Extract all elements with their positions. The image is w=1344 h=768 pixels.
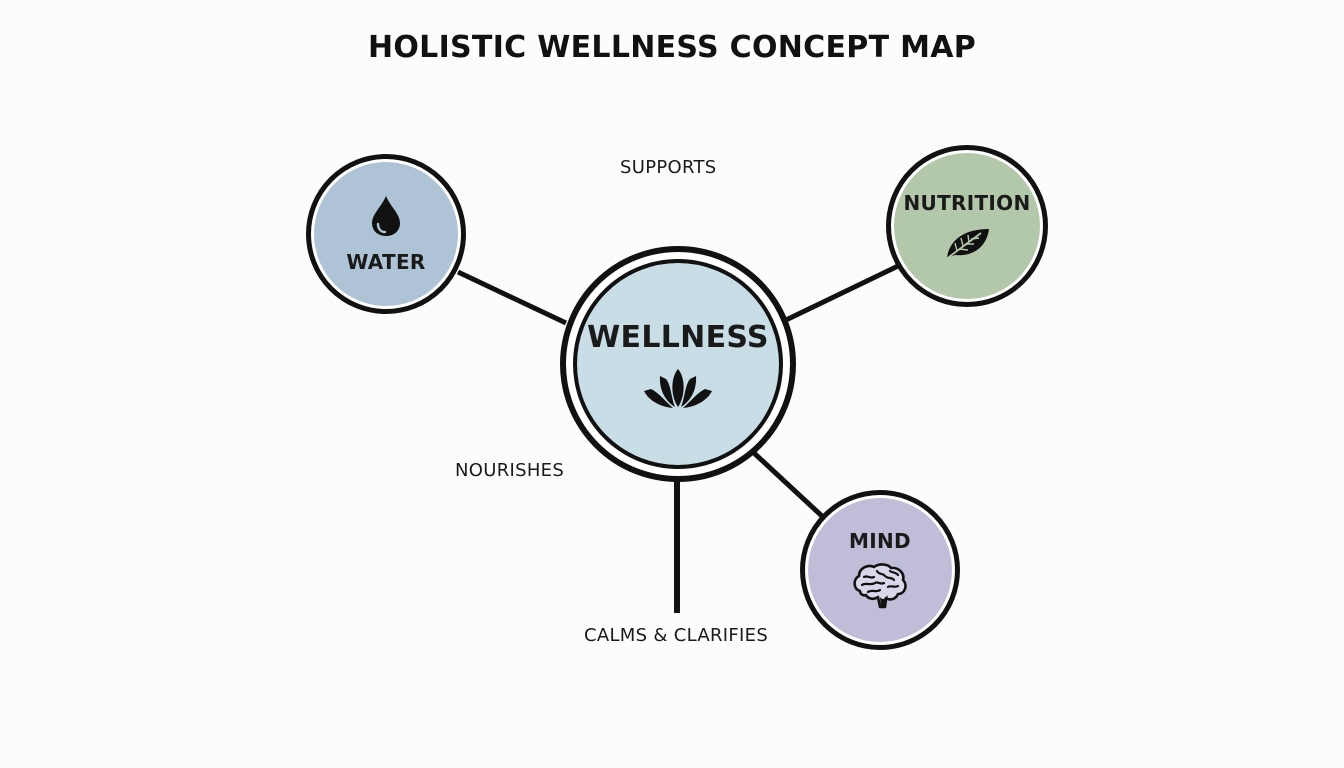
diagram-title: HOLISTIC WELLNESS CONCEPT MAP — [367, 30, 977, 65]
lotus-icon — [644, 368, 712, 408]
leaf-icon — [944, 229, 989, 261]
brain-icon — [853, 563, 907, 609]
node-water: WATER — [306, 154, 466, 314]
connector-water — [456, 269, 568, 326]
node-label-wellness: WELLNESS — [587, 319, 769, 355]
node-label-mind: MIND — [849, 529, 911, 553]
node-mind: MIND — [800, 490, 960, 650]
node-nutrition: NUTRITION — [886, 145, 1048, 307]
connector-nutrition — [784, 263, 900, 323]
node-wellness: WELLNESS — [560, 246, 796, 482]
edge-label-supports: SUPPORTS — [620, 157, 717, 178]
connector-mind — [752, 451, 825, 519]
edge-label-calms-clarifies: CALMS & CLARIFIES — [584, 625, 769, 646]
node-label-nutrition: NUTRITION — [903, 191, 1031, 215]
edge-label-nourishes: NOURISHES — [455, 460, 565, 481]
node-label-water: WATER — [346, 250, 426, 274]
water-drop-icon — [372, 196, 400, 236]
